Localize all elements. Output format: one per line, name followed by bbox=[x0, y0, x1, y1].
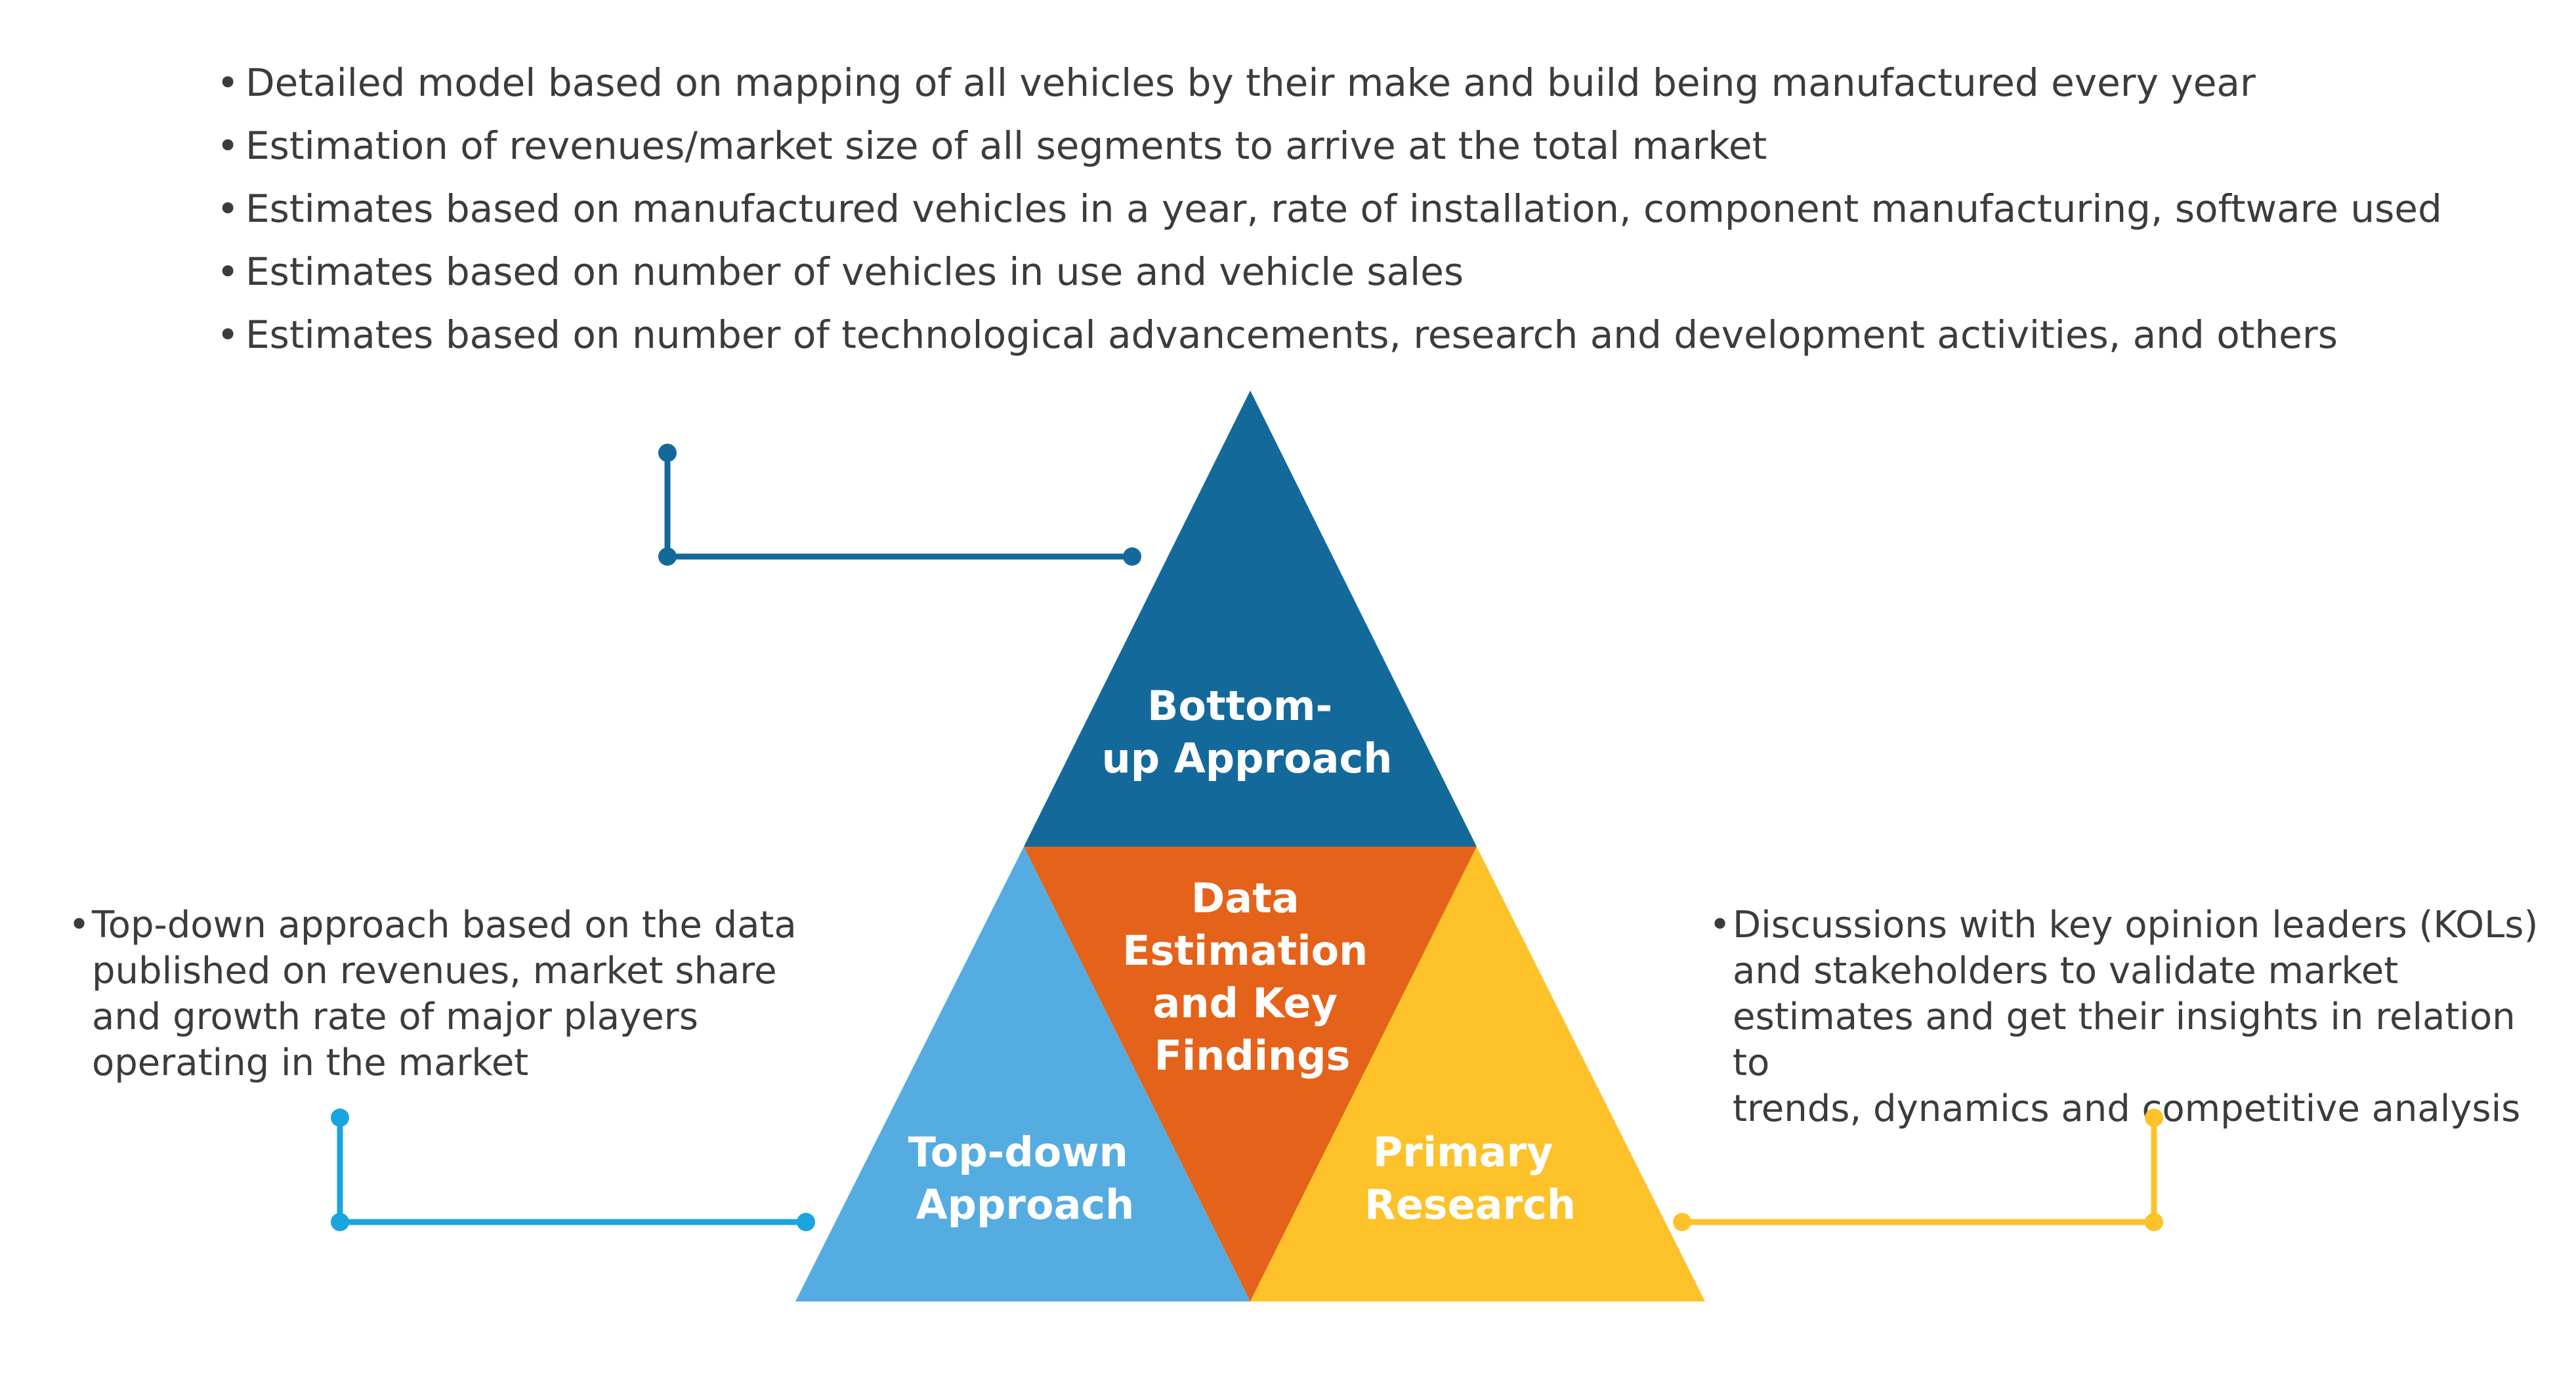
top-down-label-line: Approach bbox=[916, 1181, 1135, 1229]
bullet-glyph: • bbox=[217, 60, 240, 105]
primary-research-description-line: and stakeholders to validate market bbox=[1733, 950, 2399, 992]
top-down-description: • Top-down approach based on the data pu… bbox=[68, 902, 847, 1086]
primary-research-description-line: Discussions with key opinion leaders (KO… bbox=[1733, 904, 2539, 946]
data-estimation-label-line: Findings bbox=[1154, 1032, 1351, 1080]
connector-dot bbox=[658, 547, 677, 566]
bottom-up-label-line: up Approach bbox=[1102, 734, 1393, 782]
primary-research-label: Primary Research bbox=[1364, 1128, 1576, 1229]
primary-research-label-line: Primary bbox=[1373, 1128, 1553, 1176]
connector-dot bbox=[1123, 547, 1141, 566]
data-estimation-label-line: and Key bbox=[1153, 979, 1338, 1027]
top-down-label: Top-down Approach bbox=[908, 1128, 1143, 1229]
data-estimation-label-line: Estimation bbox=[1122, 927, 1368, 975]
bottom-up-label: Bottom- up Approach bbox=[1102, 682, 1393, 782]
top-bullet-2: •Estimation of revenues/market size of a… bbox=[217, 114, 2442, 177]
top-bullet-4: •Estimates based on number of vehicles i… bbox=[217, 240, 2442, 303]
top-bullet-text: Detailed model based on mapping of all v… bbox=[245, 60, 2256, 105]
top-down-triangle bbox=[795, 847, 1250, 1301]
top-down-description-line: published on revenues, market share bbox=[92, 950, 777, 992]
connector-dot bbox=[658, 444, 677, 462]
top-down-label-line: Top-down bbox=[908, 1128, 1128, 1176]
bottom-up-label-line: Bottom- bbox=[1147, 682, 1332, 730]
bullet-glyph: • bbox=[68, 904, 91, 946]
connector-dot bbox=[1673, 1213, 1691, 1231]
connector-dot bbox=[797, 1213, 815, 1231]
top-bullet-3: •Estimates based on manufactured vehicle… bbox=[217, 177, 2442, 240]
data-estimation-label: Data Estimation and Key Findings bbox=[1122, 874, 1382, 1080]
top-bullet-text: Estimates based on number of technologic… bbox=[245, 312, 2338, 357]
data-estimation-label-line: Data bbox=[1191, 874, 1299, 922]
primary-research-label-line: Research bbox=[1364, 1181, 1576, 1229]
data-estimation-triangle bbox=[1024, 847, 1477, 1301]
bullet-glyph: • bbox=[217, 312, 240, 357]
top-bullet-list: •Detailed model based on mapping of all … bbox=[217, 51, 2442, 366]
top-bullet-text: Estimates based on number of vehicles in… bbox=[245, 249, 1464, 294]
top-bullet-1: •Detailed model based on mapping of all … bbox=[217, 51, 2442, 114]
top-down-description-line: operating in the market bbox=[92, 1042, 529, 1084]
connector-dot bbox=[2145, 1109, 2163, 1127]
bullet-glyph: • bbox=[217, 186, 240, 231]
top-down-description-line: and growth rate of major players bbox=[92, 996, 698, 1038]
top-down-description-line: Top-down approach based on the data bbox=[92, 904, 797, 946]
bullet-glyph: • bbox=[217, 249, 240, 294]
primary-research-description: • Discussions with key opinion leaders (… bbox=[1709, 902, 2560, 1132]
bullet-glyph: • bbox=[1709, 904, 1731, 946]
top-down-connector bbox=[331, 1109, 815, 1231]
primary-research-triangle bbox=[1250, 847, 1705, 1301]
top-bullet-text: Estimates based on manufactured vehicles… bbox=[245, 186, 2442, 231]
connector-dot bbox=[331, 1213, 349, 1231]
bullet-glyph: • bbox=[217, 123, 240, 168]
top-bullet-text: Estimation of revenues/market size of al… bbox=[245, 123, 1767, 168]
bottom-up-connector bbox=[658, 444, 1141, 566]
primary-research-description-line: estimates and get their insights in rela… bbox=[1733, 996, 2516, 1084]
primary-research-description-line: trends, dynamics and competitive analysi… bbox=[1733, 1088, 2521, 1130]
top-bullet-5: •Estimates based on number of technologi… bbox=[217, 303, 2442, 366]
bottom-up-triangle bbox=[1024, 391, 1477, 847]
connector-dot bbox=[2145, 1213, 2163, 1231]
connector-dot bbox=[331, 1109, 349, 1127]
primary-research-connector bbox=[1673, 1109, 2163, 1231]
